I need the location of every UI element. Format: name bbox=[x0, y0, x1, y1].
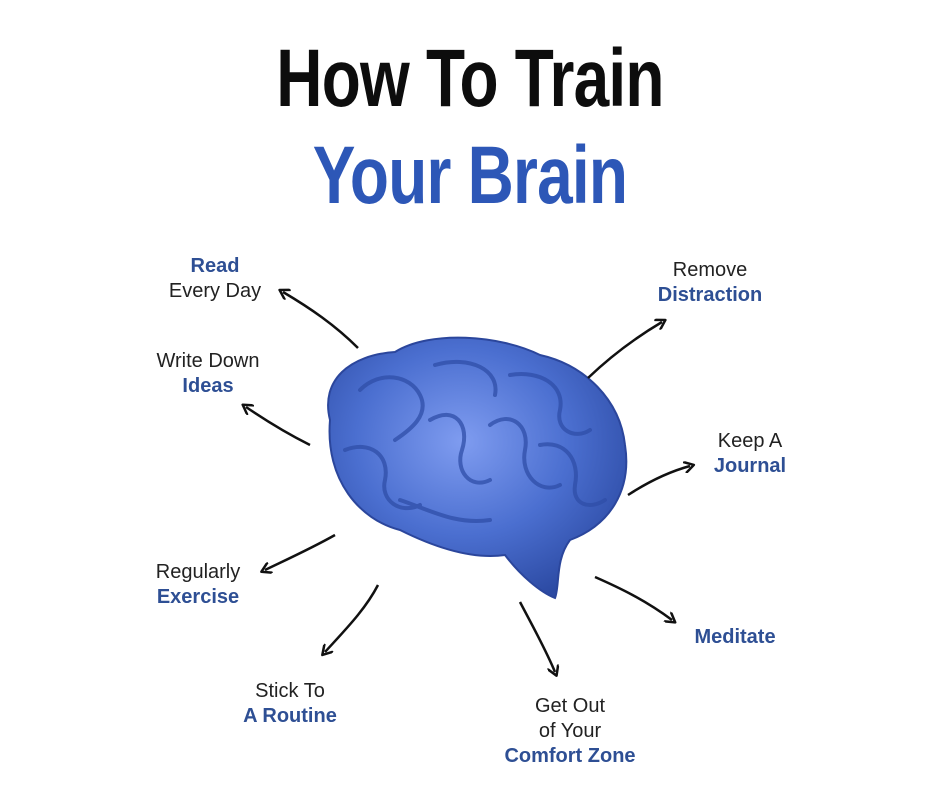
tip-read-plain: Every Day bbox=[168, 280, 262, 302]
tip-comfort-bold: Comfort Zone bbox=[504, 745, 636, 767]
tip-exercise: Regularly Exercise bbox=[138, 560, 258, 610]
tip-meditate: Meditate bbox=[680, 625, 790, 650]
tip-write: Write Down Ideas bbox=[138, 349, 278, 399]
title-line-2: Your Brain bbox=[312, 130, 628, 221]
arrow-exercise bbox=[265, 533, 336, 570]
tip-distract-bold: Distraction bbox=[657, 284, 763, 306]
tip-routine-bold: A Routine bbox=[243, 705, 337, 727]
brain-icon bbox=[327, 336, 628, 600]
arrow-journal bbox=[627, 466, 690, 497]
tip-comfort-plain2: of Your bbox=[538, 720, 602, 742]
tip-journal: Keep A Journal bbox=[700, 429, 800, 479]
tip-routine-plain: Stick To bbox=[255, 680, 325, 702]
tip-distract: Remove Distraction bbox=[635, 258, 785, 308]
tip-read: Read Every Day bbox=[150, 254, 280, 304]
title-line-1: How To Train bbox=[276, 33, 664, 124]
tip-journal-bold: Journal bbox=[713, 455, 787, 477]
tip-distract-plain: Remove bbox=[672, 259, 748, 281]
tip-comfort: Get Out of Your Comfort Zone bbox=[495, 694, 645, 769]
tip-exercise-bold: Exercise bbox=[156, 586, 240, 608]
tip-write-bold: Ideas bbox=[182, 375, 234, 397]
tip-routine: Stick To A Routine bbox=[225, 679, 355, 729]
arrow-meditate bbox=[594, 575, 672, 620]
tip-read-bold: Read bbox=[190, 255, 240, 277]
tip-exercise-plain: Regularly bbox=[155, 561, 241, 583]
tip-meditate-bold: Meditate bbox=[694, 626, 776, 648]
arrow-distract bbox=[587, 322, 662, 379]
arrow-write bbox=[246, 407, 311, 447]
tip-write-plain: Write Down bbox=[156, 350, 260, 372]
arrow-routine bbox=[325, 584, 380, 652]
arrow-comfort bbox=[518, 601, 555, 672]
tip-journal-plain: Keep A bbox=[717, 430, 783, 452]
tip-comfort-plain: Get Out bbox=[534, 695, 606, 717]
arrow-read bbox=[283, 292, 359, 349]
